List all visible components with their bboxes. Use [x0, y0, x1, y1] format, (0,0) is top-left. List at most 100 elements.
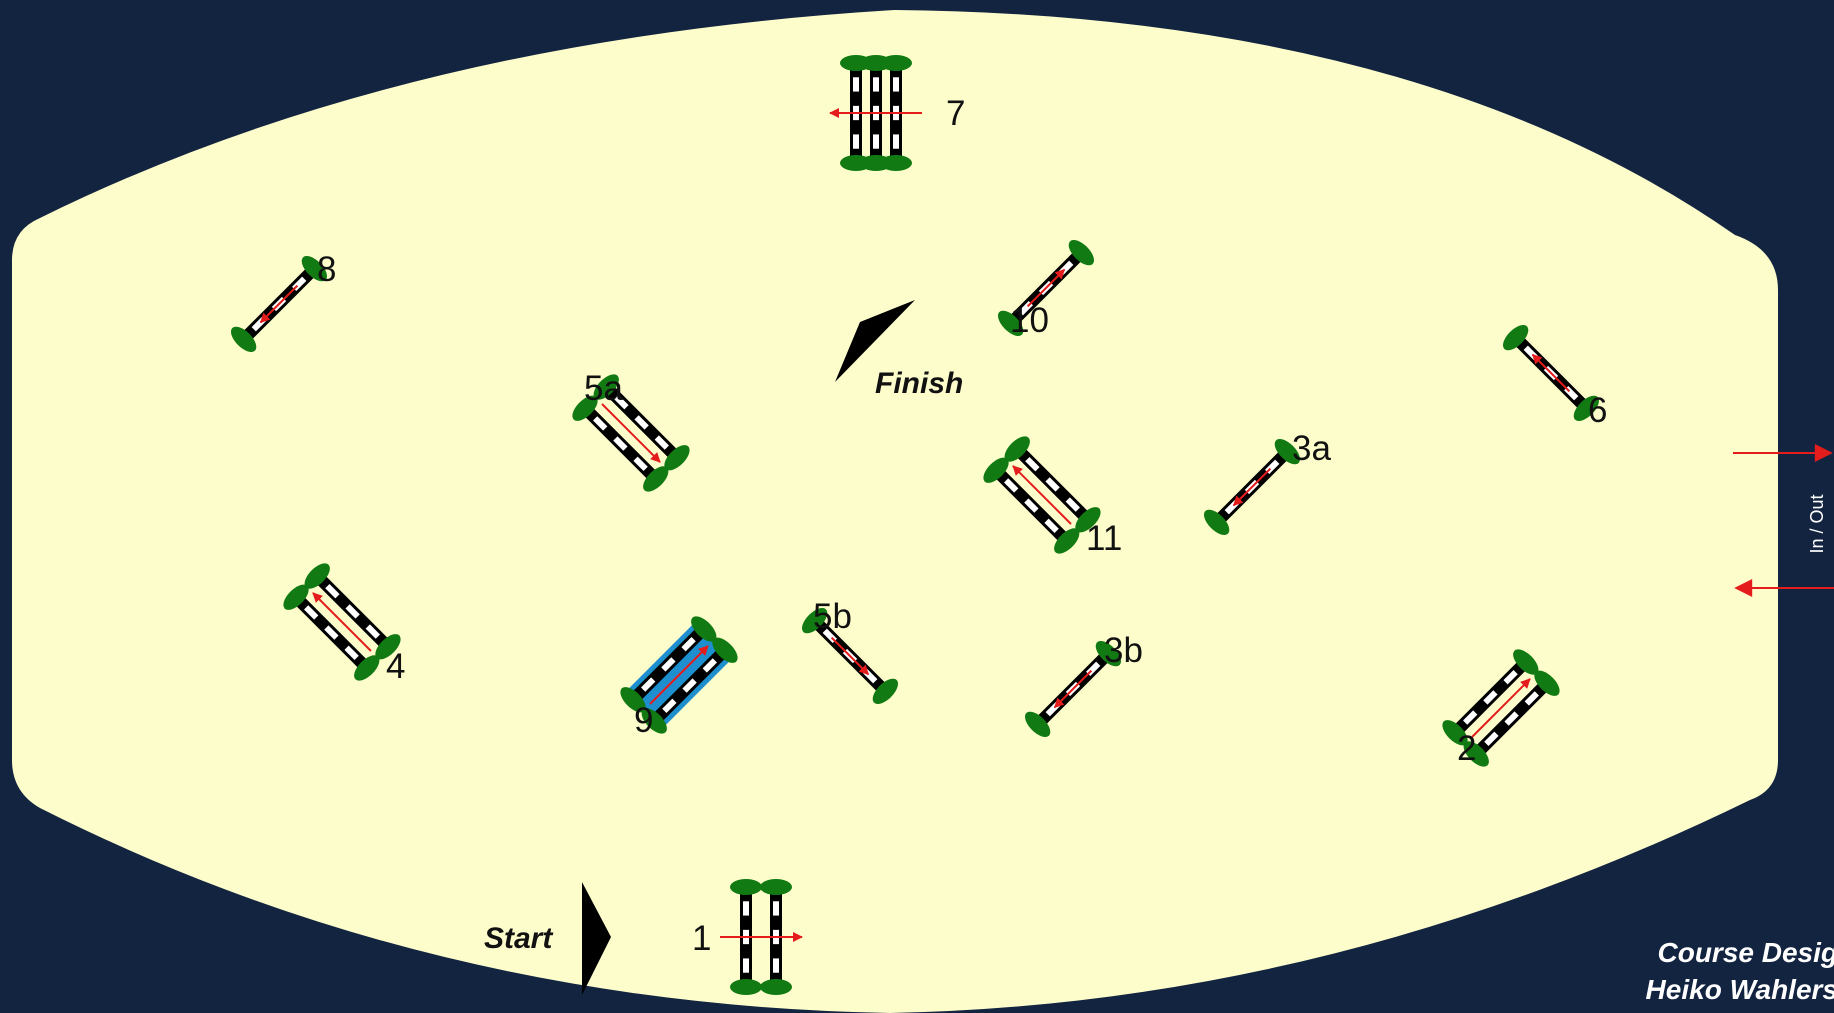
arena-ground	[12, 10, 1778, 1013]
fence-1-pole-1-stripe	[743, 958, 749, 973]
standard-bush	[872, 678, 899, 705]
fence-9-pole-1-stripe	[641, 677, 656, 692]
standard-bush	[1573, 395, 1600, 422]
fence-4[interactable]	[279, 559, 405, 685]
fence-4-pole-2-stripe	[325, 584, 340, 599]
fence-7[interactable]	[829, 55, 922, 171]
standard-bush	[375, 634, 401, 660]
in-out-gate[interactable]: In / Out	[1733, 444, 1834, 597]
start-label: Start	[484, 922, 554, 955]
finish-marker: Finish	[835, 300, 963, 400]
fence-11-pole-1-stripe	[1024, 498, 1039, 513]
credit-line-1: Course Desig	[1658, 937, 1834, 968]
fence-3a-direction-arrow	[1232, 467, 1272, 507]
fence-1-pole-2-stripe	[773, 958, 779, 973]
finish-label: Finish	[875, 367, 963, 400]
fence-4-pole-2-stripe	[365, 624, 380, 639]
standard-bush	[301, 255, 328, 282]
standard-bush	[641, 708, 667, 734]
standard-bush	[664, 445, 690, 471]
fence-5a[interactable]	[568, 370, 694, 496]
fence-1-pole-1-stripe	[743, 901, 749, 916]
fence-label-4: 4	[386, 647, 405, 686]
in-out-label: In / Out	[1807, 494, 1827, 553]
standard-bush	[230, 326, 257, 353]
standard-bush	[880, 155, 912, 171]
standard-bush	[1075, 507, 1101, 533]
fence-3b[interactable]	[1021, 637, 1126, 742]
fence-2-pole-2-stripe	[1504, 711, 1519, 726]
fence-1[interactable]	[720, 879, 803, 995]
fence-label-2: 2	[1457, 729, 1476, 768]
standard-bush	[801, 607, 828, 634]
standard-bush	[691, 616, 717, 642]
fence-9-pole-2-stripe	[682, 678, 697, 693]
fence-1-pole-2-stripe	[773, 901, 779, 916]
fence-4-direction-arrow	[312, 592, 372, 652]
standard-bush	[1203, 509, 1230, 536]
start-flag	[582, 882, 611, 995]
fence-5b[interactable]	[798, 604, 903, 709]
standard-bush	[880, 55, 912, 71]
course-credit: Course Desig Heiko Wahlers	[1646, 937, 1834, 1005]
fence-label-6: 6	[1588, 391, 1607, 430]
fence-4-pole-2-stripe	[345, 604, 360, 619]
fence-5a-pole-1-stripe	[633, 456, 648, 471]
fence-11-direction-arrow	[1012, 465, 1072, 525]
fence-label-8: 8	[317, 250, 336, 289]
fence-5a-pole-2-stripe	[634, 415, 649, 430]
standard-bush	[1024, 711, 1051, 738]
fence-label-5a: 5a	[584, 369, 623, 408]
fence-5a-pole-2-stripe	[654, 435, 669, 450]
fence-7-pole-3-stripe	[893, 134, 899, 149]
fence-2-pole-2-stripe	[1524, 691, 1539, 706]
fence-9-pole-1-stripe	[681, 637, 696, 652]
fence-9[interactable]	[616, 612, 742, 738]
fence-label-11: 11	[1086, 519, 1122, 558]
fence-10[interactable]	[994, 236, 1099, 341]
fence-11-pole-2-stripe	[1045, 477, 1060, 492]
fence-2-pole-1-stripe	[1463, 710, 1478, 725]
standard-bush	[1068, 239, 1095, 266]
fence-label-10: 10	[1010, 301, 1049, 340]
fence-label-1: 1	[692, 919, 711, 958]
standard-bush	[1463, 741, 1489, 767]
standard-bush	[1054, 528, 1080, 554]
fence-3b-direction-arrow	[1053, 669, 1093, 709]
fence-11-pole-2-stripe	[1065, 497, 1080, 512]
fence-8[interactable]	[227, 252, 332, 357]
standard-bush	[712, 637, 738, 663]
fence-10-direction-arrow	[1026, 268, 1066, 308]
standard-bush	[1513, 649, 1539, 675]
fence-4-pole-1-stripe	[344, 645, 359, 660]
fence-5a-pole-1-stripe	[593, 416, 608, 431]
fence-label-5b: 5b	[813, 597, 852, 636]
standard-bush	[730, 879, 762, 895]
fence-7-pole-1-stripe	[853, 134, 859, 149]
fence-8-direction-arrow	[259, 284, 299, 324]
standard-bush	[1004, 436, 1030, 462]
standard-bush	[354, 655, 380, 681]
standard-bush	[1502, 324, 1529, 351]
fence-6[interactable]	[1499, 321, 1604, 426]
standard-bush	[730, 979, 762, 995]
fence-7-pole-2-stripe	[873, 134, 879, 149]
fence-5a-direction-arrow	[601, 403, 661, 463]
fence-7-pole-3-stripe	[893, 77, 899, 92]
fence-4-pole-1-stripe	[304, 605, 319, 620]
fence-2-pole-2-stripe	[1484, 731, 1499, 746]
fence-3a[interactable]	[1200, 435, 1305, 540]
standard-bush	[1274, 438, 1301, 465]
fence-5a-pole-1-stripe	[613, 436, 628, 451]
standard-bush	[283, 584, 309, 610]
fence-11[interactable]	[979, 432, 1105, 558]
fence-11-pole-2-stripe	[1025, 457, 1040, 472]
credit-line-2: Heiko Wahlers	[1646, 974, 1834, 1005]
fence-4-pole-1-stripe	[324, 625, 339, 640]
standard-bush	[572, 395, 598, 421]
fence-label-7: 7	[946, 94, 965, 133]
standard-bush	[1095, 640, 1122, 667]
standard-bush	[997, 310, 1024, 337]
fence-2[interactable]	[1438, 645, 1564, 771]
